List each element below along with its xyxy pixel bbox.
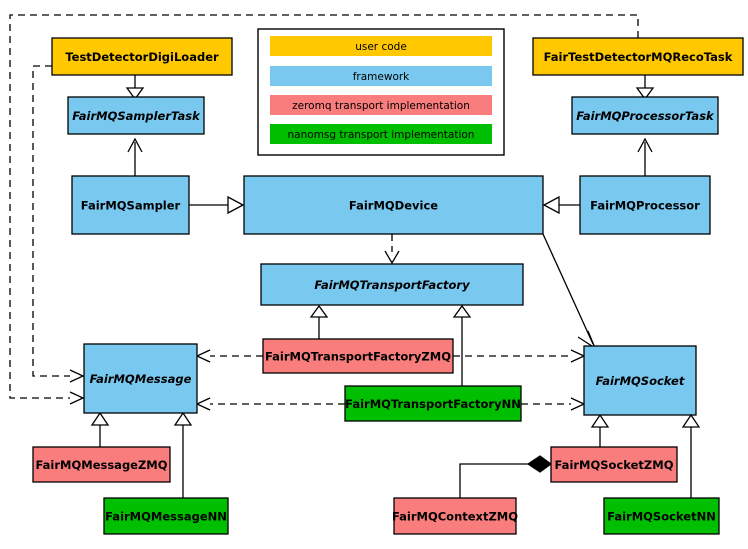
class-name-label: FairMQContextZMQ — [392, 510, 518, 524]
edge-socketzmq-to-socket — [590, 413, 610, 447]
edge-tfzmq-to-message — [195, 349, 263, 363]
class-node-fairmqmessage[interactable]: FairMQMessage — [83, 343, 198, 414]
legend-label: user code — [355, 41, 407, 53]
class-name-label: FairMQSamplerTask — [72, 109, 201, 123]
class-box[interactable] — [603, 497, 720, 535]
legend-swatch — [270, 66, 492, 86]
class-name-label: FairMQMessageZMQ — [35, 458, 167, 472]
class-box[interactable] — [579, 175, 711, 235]
class-box[interactable] — [71, 175, 190, 235]
edge-digiloader-to-samplertask — [125, 75, 145, 101]
edge-tfzmq-to-socket — [453, 349, 586, 363]
class-box[interactable] — [243, 175, 544, 235]
edge-messagezmq-to-message — [90, 411, 110, 447]
class-box[interactable] — [83, 343, 198, 414]
class-name-label: FairMQMessageNN — [105, 510, 227, 524]
class-name-label: FairMQTransportFactoryNN — [345, 397, 521, 411]
edge-tfzmq-to-transportfactory — [309, 304, 329, 339]
class-node-fairmqsocket[interactable]: FairMQSocket — [583, 345, 697, 416]
edge-tfnn-to-socket — [521, 397, 586, 411]
edge-processor-to-processortask — [637, 137, 653, 176]
legend-swatch — [270, 95, 492, 115]
class-node-fairmqtransportfactorynn[interactable]: FairMQTransportFactoryNN — [344, 385, 522, 422]
edge-sampler-to-samplertask — [127, 137, 143, 176]
class-node-testdetectordigiloader[interactable]: TestDetectorDigiLoader — [51, 37, 233, 76]
class-box[interactable] — [583, 345, 697, 416]
class-box[interactable] — [103, 497, 229, 535]
class-name-label: FairMQDevice — [349, 199, 438, 213]
class-name-label: FairMQSocket — [596, 374, 685, 388]
edge-tfnn-to-message — [195, 397, 345, 411]
edge-processor-to-device — [542, 195, 580, 215]
class-name-label: FairTestDetectorMQRecoTask — [544, 50, 733, 64]
legend-item-0: user code — [270, 36, 492, 56]
class-name-label: FairMQTransportFactoryZMQ — [265, 350, 451, 364]
class-box[interactable] — [571, 96, 719, 135]
class-node-fairmqmessagezmq[interactable]: FairMQMessageZMQ — [32, 446, 171, 483]
legend-label: zeromq transport implementation — [292, 100, 470, 112]
class-node-fairmqprocessortask[interactable]: FairMQProcessorTask — [571, 96, 719, 135]
edge-user-code-to-message-inner — [32, 65, 85, 383]
edge-device-to-socket — [542, 233, 597, 350]
class-node-fairmqtransportfactoryzmq[interactable]: FairMQTransportFactoryZMQ — [262, 338, 454, 374]
class-box[interactable] — [260, 263, 524, 306]
class-node-fairtestdetectormqrecotask[interactable]: FairTestDetectorMQRecoTask — [532, 37, 744, 76]
legend: user code framework zeromq transport imple… — [257, 28, 505, 156]
edge-recotask-to-processortask — [635, 75, 655, 101]
legend-label: framework — [353, 71, 410, 83]
class-node-fairmqsocketnn[interactable]: FairMQSocketNN — [603, 497, 720, 535]
class-box[interactable] — [344, 385, 522, 422]
legend-item-2: zeromq transport implementation — [270, 95, 492, 115]
class-node-fairmqsocketzmq[interactable]: FairMQSocketZMQ — [550, 446, 678, 483]
class-name-label: FairMQProcessor — [590, 199, 700, 213]
class-box-layer: TestDetectorDigiLoaderFairMQSamplerTaskF… — [32, 37, 744, 535]
class-name-label: FairMQSampler — [81, 199, 181, 213]
class-box[interactable] — [262, 338, 454, 374]
class-node-fairmqprocessor[interactable]: FairMQProcessor — [579, 175, 711, 235]
edge-user-code-to-message-outer — [9, 14, 639, 405]
class-node-fairmqsampler[interactable]: FairMQSampler — [71, 175, 190, 235]
class-box[interactable] — [67, 96, 205, 135]
class-node-fairmqtransportfactory[interactable]: FairMQTransportFactory — [260, 263, 524, 306]
legend-label: nanomsg transport implementation — [288, 129, 475, 141]
edge-tfnn-to-transportfactory — [452, 304, 472, 386]
edge-socketzmq-composition-contextzmq — [459, 455, 553, 498]
edge-sampler-to-device — [189, 195, 245, 215]
legend-swatch — [270, 124, 492, 144]
class-node-fairmqmessagenn[interactable]: FairMQMessageNN — [103, 497, 229, 535]
class-box[interactable] — [532, 37, 744, 76]
legend-item-1: framework — [270, 66, 492, 86]
class-name-label: FairMQSocketNN — [607, 510, 716, 524]
class-node-fairmqcontextzmq[interactable]: FairMQContextZMQ — [392, 497, 518, 535]
legend-swatch — [270, 36, 492, 56]
class-node-fairmqsamplertask[interactable]: FairMQSamplerTask — [67, 96, 205, 135]
class-name-label: FairMQSocketZMQ — [555, 458, 674, 472]
edge-messagenn-to-message — [173, 411, 193, 498]
class-name-label: FairMQMessage — [90, 372, 192, 386]
class-node-fairmqdevice[interactable]: FairMQDevice — [243, 175, 544, 235]
class-box[interactable] — [51, 37, 233, 76]
edge-device-to-transportfactory — [384, 234, 400, 265]
class-box[interactable] — [550, 446, 678, 483]
legend-item-3: nanomsg transport implementation — [270, 124, 492, 144]
class-box[interactable] — [393, 497, 517, 535]
class-name-label: FairMQProcessorTask — [576, 109, 715, 123]
class-name-label: TestDetectorDigiLoader — [65, 50, 219, 64]
edge-socketnn-to-socket — [681, 413, 701, 498]
class-name-label: FairMQTransportFactory — [314, 278, 470, 292]
class-box[interactable] — [32, 446, 171, 483]
